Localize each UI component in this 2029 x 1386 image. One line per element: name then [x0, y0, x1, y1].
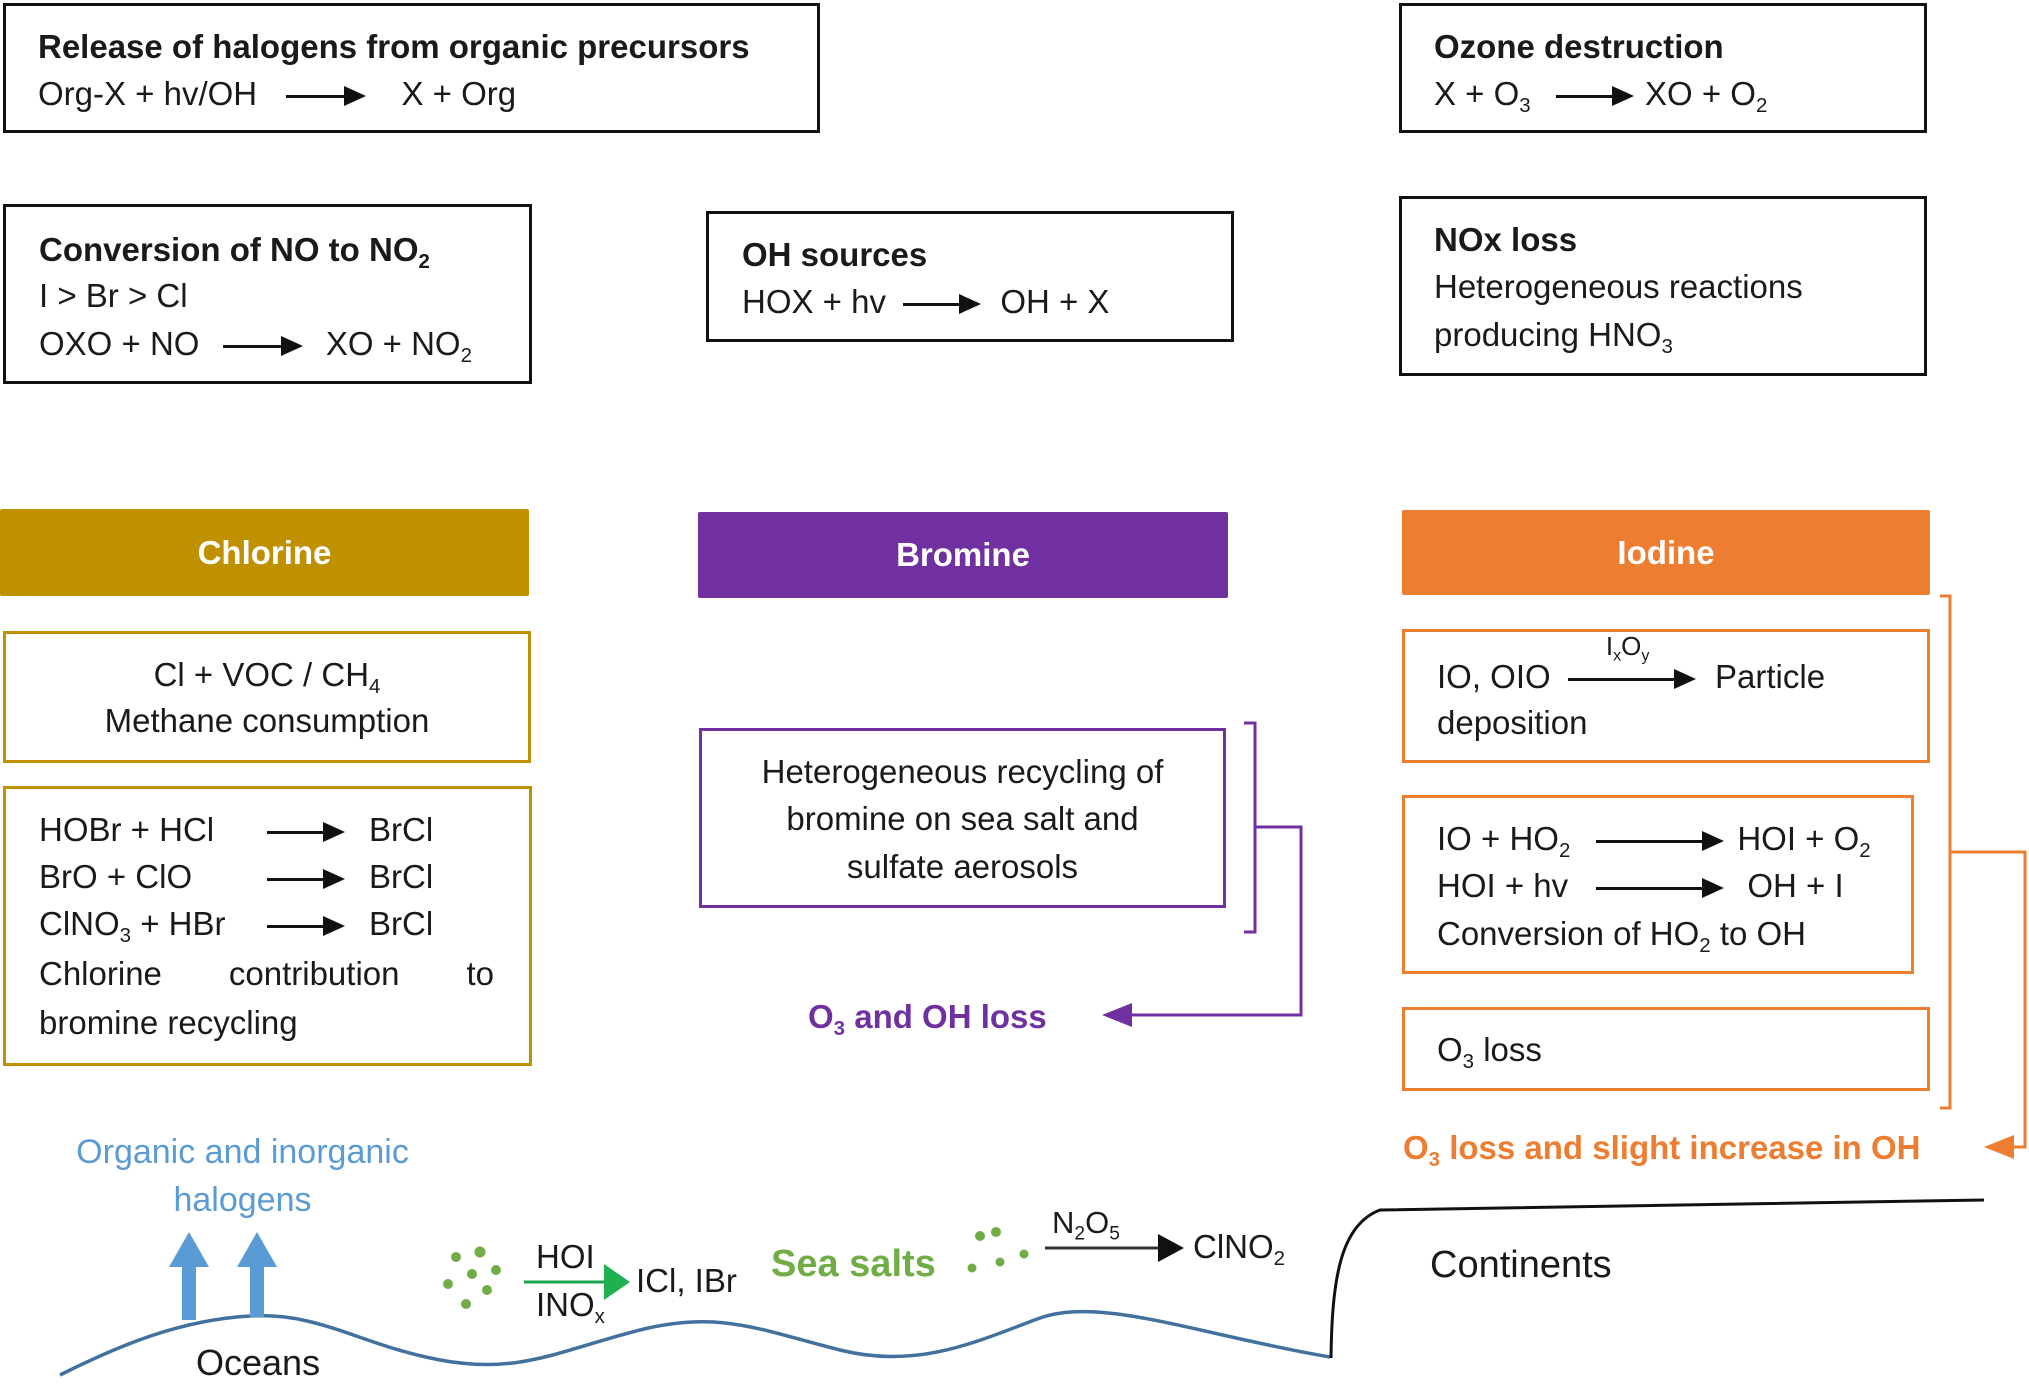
bromine-recycling-line1: Heterogeneous recycling of	[761, 753, 1164, 790]
bromine-recycling-line3: sulfate aerosols	[846, 848, 1079, 885]
emission-label: Organic and inorganic halogens	[76, 1133, 409, 1219]
release-halogens-box: Release of halogens from organic precurs…	[3, 3, 820, 133]
no-conversion-box: Conversion of NO to NO2 I > Br > Cl OXO …	[3, 204, 532, 384]
inox-label: INOx	[536, 1286, 605, 1329]
iodine-bracket	[1940, 594, 2027, 1149]
product: X + Org	[401, 75, 517, 112]
reactant: ClNO3 + HBr	[39, 905, 226, 948]
reaction-arrow-icon	[1555, 86, 1634, 107]
oh-sources-title: OH sources	[742, 236, 928, 273]
release-halogens-reaction: Org-X + hv/OH X + Org	[38, 71, 516, 117]
chlorine-reaction-row: HOBr + HCl BrCl	[39, 807, 433, 853]
nox-loss-line2: producing HNO3	[1434, 316, 1673, 359]
product: BrCl	[369, 858, 434, 895]
bromine-recycling-box: Heterogeneous recycling of bromine on se…	[699, 728, 1226, 908]
product: XO + NO2	[325, 325, 472, 368]
iodine-particle-box: IO, OIO IxOy Particle deposition	[1402, 629, 1930, 763]
nox-loss-box: NOx loss Heterogeneous reactions produci…	[1399, 196, 1927, 376]
ozone-destruction-reaction: X + O3 XO + O2	[1434, 71, 1767, 117]
product: BrCl	[369, 811, 434, 848]
reaction-arrow-icon	[903, 294, 982, 315]
iodine-outcome-label: O3 loss and slight increase in OH	[1403, 1129, 1921, 1172]
reaction-arrow-icon	[222, 336, 303, 357]
product: BrCl	[369, 905, 434, 942]
chlorine-methane-box: Cl + VOC / CH4 Methane consumption	[3, 631, 531, 763]
product: OH + X	[1000, 283, 1110, 320]
reaction-arrow-icon	[1567, 669, 1696, 690]
oh-sources-box: OH sources HOX + hv OH + X	[706, 211, 1234, 342]
iodine-oxide-catalyst: IxOy	[1605, 631, 1650, 665]
release-halogens-title: Release of halogens from organic precurs…	[38, 28, 750, 65]
reaction-arrow-icon	[267, 916, 345, 937]
emission-arrow-head-2-icon	[237, 1232, 277, 1267]
bromine-header: Bromine	[698, 512, 1228, 598]
chlorine-voc-reaction: Cl + VOC / CH4	[153, 656, 381, 699]
chlorine-reaction-row: BrO + ClO BrCl	[39, 854, 433, 900]
icl-ibr-label: ICl, IBr	[636, 1262, 737, 1299]
iodine-header: Iodine	[1402, 510, 1930, 595]
iodine-particle-reaction: IO, OIO IxOy Particle	[1437, 631, 1826, 695]
reactant: X + O3	[1434, 75, 1531, 118]
bromine-outcome-label: O3 and OH loss	[808, 998, 1047, 1041]
emission-arrow-shaft-1	[182, 1265, 196, 1320]
n2o5-reaction-arrow-icon	[1158, 1234, 1184, 1262]
emission-arrow-shaft-2	[250, 1265, 264, 1317]
reaction-arrow-icon	[1596, 831, 1725, 852]
sea-salt-particles-left	[443, 1246, 501, 1309]
emission-arrows	[169, 1232, 277, 1320]
bromine-outcome-arrow-icon	[1102, 1003, 1132, 1027]
n2o5-label: N2O5	[1052, 1205, 1120, 1245]
product: XO + O2	[1645, 75, 1768, 118]
continent-surface-line	[1329, 1198, 1985, 1359]
sea-salts-label: Sea salts	[771, 1243, 936, 1285]
oceans-label: Oceans	[196, 1342, 321, 1383]
ho2-conversion-label: Conversion of HO2 to OH	[1437, 915, 1807, 958]
nox-loss-title: NOx loss	[1434, 221, 1578, 258]
bromine-bracket	[1130, 721, 1303, 1017]
chlorine-contribution-line1: Chlorine contribution to	[39, 955, 494, 992]
chlorine-header: Chlorine	[0, 509, 529, 596]
hoi-reaction-arrow-icon	[604, 1264, 630, 1300]
reaction-arrow-icon	[267, 869, 345, 890]
continents-label: Continents	[1430, 1244, 1612, 1286]
hoi-label: HOI	[536, 1238, 595, 1275]
reactant: OXO + NO	[39, 325, 200, 362]
halogen-order: I > Br > Cl	[39, 277, 188, 314]
nox-loss-line1: Heterogeneous reactions	[1434, 268, 1803, 305]
reactant: Org-X + hv/OH	[38, 75, 258, 112]
bromine-recycling-line2: bromine on sea salt and	[786, 800, 1139, 837]
iodine-o3-loss-label: O3 loss	[1437, 1031, 1542, 1074]
oh-sources-reaction: HOX + hv OH + X	[742, 279, 1109, 325]
iodine-hox-box: IO + HO2 HOI + O2 HOI + hv OH + I Conver…	[1402, 795, 1914, 974]
sea-salt-particles-right	[967, 1227, 1029, 1273]
iodine-outcome-arrow-icon	[1984, 1135, 2014, 1159]
iodine-reaction-2: HOI + hv OH + I	[1437, 867, 1844, 904]
reaction-arrow-icon	[1596, 878, 1725, 899]
no-conversion-title: Conversion of NO to NO2	[39, 231, 430, 274]
reaction-arrow-icon	[286, 86, 367, 107]
no-conversion-reaction: OXO + NO XO + NO2	[39, 321, 472, 367]
reactant: BrO + ClO	[39, 858, 193, 895]
clno2-label: ClNO2	[1193, 1228, 1286, 1271]
ozone-destruction-box: Ozone destruction X + O3 XO + O2	[1399, 3, 1927, 133]
emission-arrow-head-1-icon	[169, 1232, 209, 1267]
iodine-reaction-1: IO + HO2 HOI + O2	[1437, 820, 1871, 863]
chlorine-contribution-line2: bromine recycling	[39, 1004, 298, 1041]
reaction-arrow-icon	[267, 822, 345, 843]
iodine-o3-loss-box: O3 loss	[1402, 1007, 1930, 1091]
chlorine-reaction-row: ClNO3 + HBr BrCl	[39, 901, 433, 947]
methane-consumption-label: Methane consumption	[104, 702, 430, 739]
reactant: HOX + hv	[742, 283, 886, 320]
ozone-destruction-title: Ozone destruction	[1434, 28, 1724, 65]
iodine-deposition-label: deposition	[1437, 704, 1588, 741]
reactant: HOBr + HCl	[39, 811, 215, 848]
